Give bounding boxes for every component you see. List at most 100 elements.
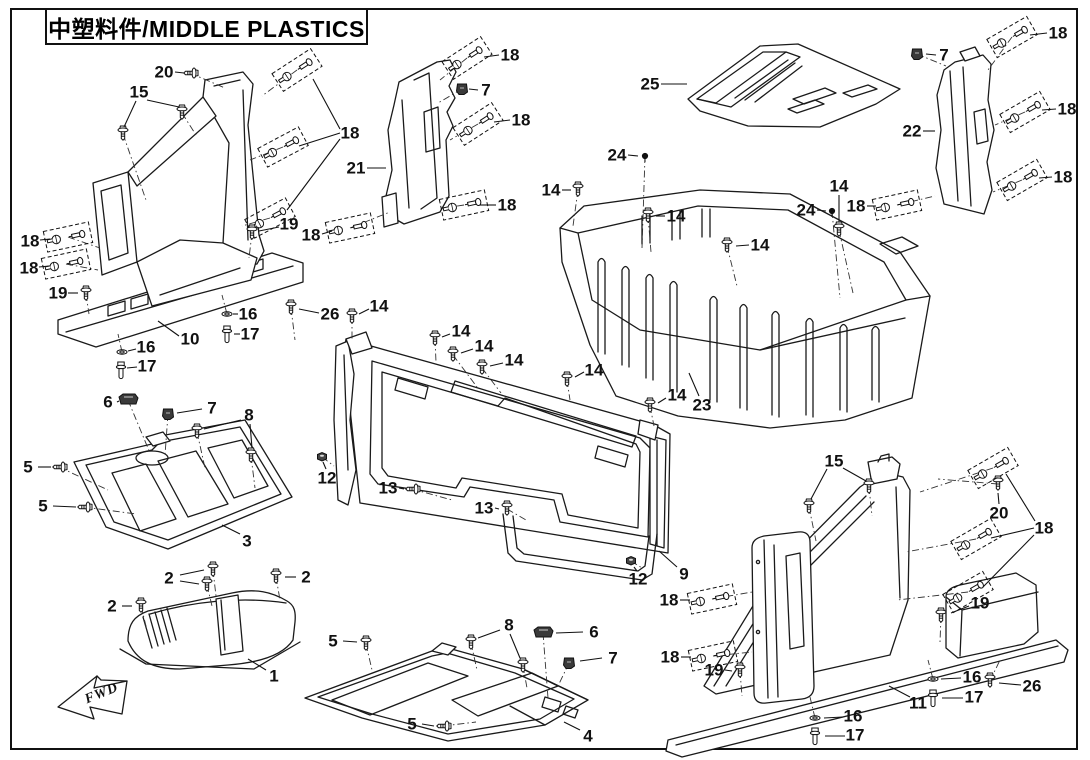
screw-icon [183, 67, 199, 79]
washer-icon [927, 676, 939, 682]
part-4-grille-panel-lower-drawing [304, 642, 589, 742]
screw-icon [285, 299, 297, 315]
callout-labels-layer: 2015181918181916171016172618718182118257… [20, 24, 1077, 746]
callout-label-16: 16 [844, 707, 863, 726]
callout-label-2: 2 [107, 597, 116, 616]
screw-icon [429, 330, 441, 346]
part-25-cargo-lid-drawing [687, 43, 901, 128]
callout-label-6: 6 [103, 393, 112, 412]
callout-label-22: 22 [903, 122, 922, 141]
bolt-icon [809, 727, 821, 746]
callout-label-6: 6 [589, 623, 598, 642]
callout-label-18: 18 [302, 226, 321, 245]
callout-label-4: 4 [583, 727, 593, 746]
callout-label-23: 23 [693, 396, 712, 415]
callout-label-14: 14 [751, 236, 770, 255]
callout-label-12: 12 [318, 469, 337, 488]
nutclip-icon [911, 48, 923, 60]
callout-label-14: 14 [667, 207, 686, 226]
callout-label-19: 19 [705, 661, 724, 680]
part-9-bed-front-panel-drawing [333, 331, 671, 581]
callout-label-15: 15 [825, 452, 844, 471]
screw-icon [803, 498, 815, 514]
callout-label-18: 18 [1035, 519, 1054, 538]
screw-icon [80, 285, 92, 301]
part-21-side-panel-left-drawing [381, 59, 457, 228]
callout-label-9: 9 [679, 565, 688, 584]
callout-label-8: 8 [244, 406, 253, 425]
screw-icon [77, 501, 93, 513]
callout-label-20: 20 [990, 504, 1009, 523]
washer-icon [116, 349, 128, 355]
bolt-icon [221, 325, 233, 344]
callout-label-18: 18 [1054, 168, 1073, 187]
screw-icon [992, 475, 1004, 491]
callout-label-18: 18 [660, 591, 679, 610]
callout-label-19: 19 [49, 284, 68, 303]
callout-label-21: 21 [347, 159, 366, 178]
callout-label-18: 18 [512, 111, 531, 130]
callout-label-18: 18 [1058, 100, 1077, 119]
bolt-icon [927, 689, 939, 708]
callout-label-7: 7 [207, 399, 216, 418]
callout-label-10: 10 [181, 330, 200, 349]
clip-icon [533, 626, 554, 638]
callout-label-19: 19 [971, 594, 990, 613]
callout-label-14: 14 [585, 361, 604, 380]
callout-label-5: 5 [38, 497, 47, 516]
callout-label-18: 18 [501, 46, 520, 65]
nut-icon [626, 556, 636, 566]
callout-label-14: 14 [475, 337, 494, 356]
leader-lines-layer [38, 32, 1057, 737]
screw-icon [135, 597, 147, 613]
callout-label-17: 17 [241, 325, 260, 344]
bolt-icon [115, 361, 127, 380]
nutclip-icon [563, 657, 575, 669]
callout-label-16: 16 [963, 668, 982, 687]
screw-icon [52, 461, 68, 473]
callout-label-11: 11 [909, 694, 927, 713]
part-10-pillar-left-drawing [57, 71, 304, 348]
callout-label-7: 7 [481, 81, 490, 100]
callout-label-26: 26 [1023, 677, 1042, 696]
pin-icon [641, 152, 649, 163]
callout-label-13: 13 [475, 499, 494, 518]
screw-icon [346, 308, 358, 324]
callout-label-7: 7 [608, 649, 617, 668]
callout-label-17: 17 [965, 688, 984, 707]
part-3-grille-panel-drawing [73, 419, 293, 550]
diagram-title: 中塑料件/MIDDLE PLASTICS [45, 8, 368, 45]
callout-label-19: 19 [280, 215, 299, 234]
callout-label-24: 24 [608, 146, 627, 165]
callout-label-18: 18 [847, 197, 866, 216]
screw-icon [360, 635, 372, 651]
washer-icon [809, 715, 821, 721]
callout-label-5: 5 [328, 632, 337, 651]
callout-label-18: 18 [661, 648, 680, 667]
washer-icon [221, 311, 233, 317]
callout-label-14: 14 [668, 386, 687, 405]
callout-label-20: 20 [155, 63, 174, 82]
callout-label-2: 2 [164, 569, 173, 588]
screw-icon [117, 125, 129, 141]
screw-icon [561, 371, 573, 387]
clip-icon [118, 393, 139, 405]
nut-icon [317, 452, 327, 462]
callout-label-16: 16 [239, 305, 258, 324]
nutclip-icon [456, 83, 468, 95]
screw-icon [465, 634, 477, 650]
part-11-pillar-right-drawing [665, 453, 1069, 758]
screw-icon [572, 181, 584, 197]
screw-icon [207, 561, 219, 577]
diagram-border [10, 8, 1078, 750]
callout-label-18: 18 [21, 232, 40, 251]
screw-icon [270, 568, 282, 584]
callout-label-26: 26 [321, 305, 340, 324]
callout-label-14: 14 [505, 351, 524, 370]
callout-label-18: 18 [498, 196, 517, 215]
callout-label-2: 2 [301, 568, 310, 587]
screw-icon [935, 607, 947, 623]
callout-label-18: 18 [20, 259, 39, 278]
